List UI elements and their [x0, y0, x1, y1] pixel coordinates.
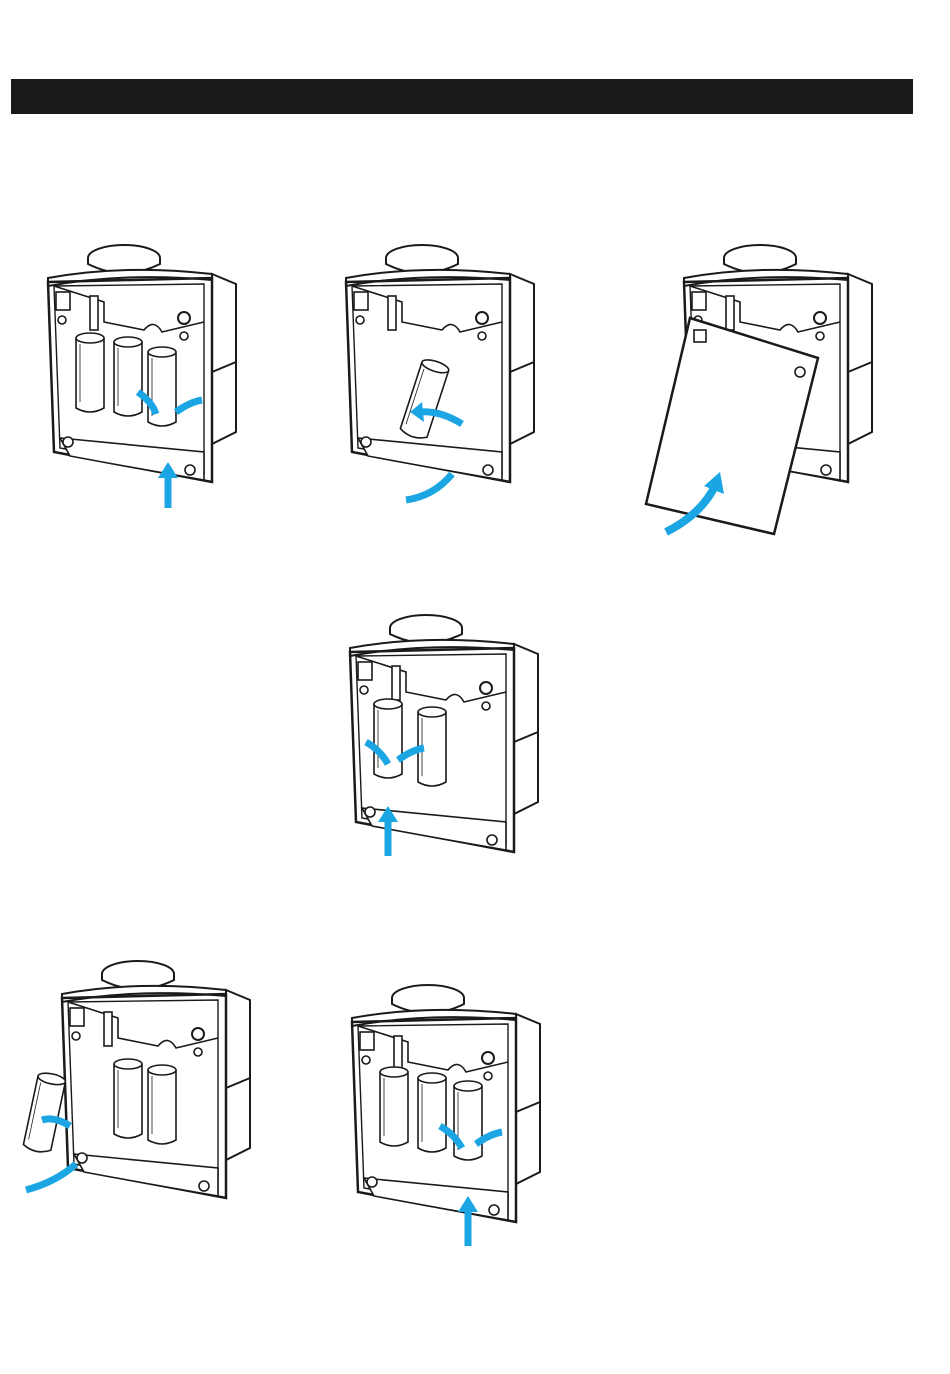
cover-panel — [646, 318, 818, 534]
illustration-step-4 — [326, 612, 556, 882]
illustration-step-1 — [24, 242, 254, 512]
swing-down-arrow-icon — [406, 474, 452, 500]
illustration-step-2 — [322, 242, 552, 512]
header-bar — [11, 79, 913, 114]
illustration-step-5 — [18, 958, 248, 1228]
illustration-step-3 — [640, 242, 870, 512]
illustration-step-6 — [328, 982, 558, 1252]
twist-right-arrow-icon — [176, 400, 202, 412]
swing-down-arrow-icon — [26, 1164, 76, 1190]
